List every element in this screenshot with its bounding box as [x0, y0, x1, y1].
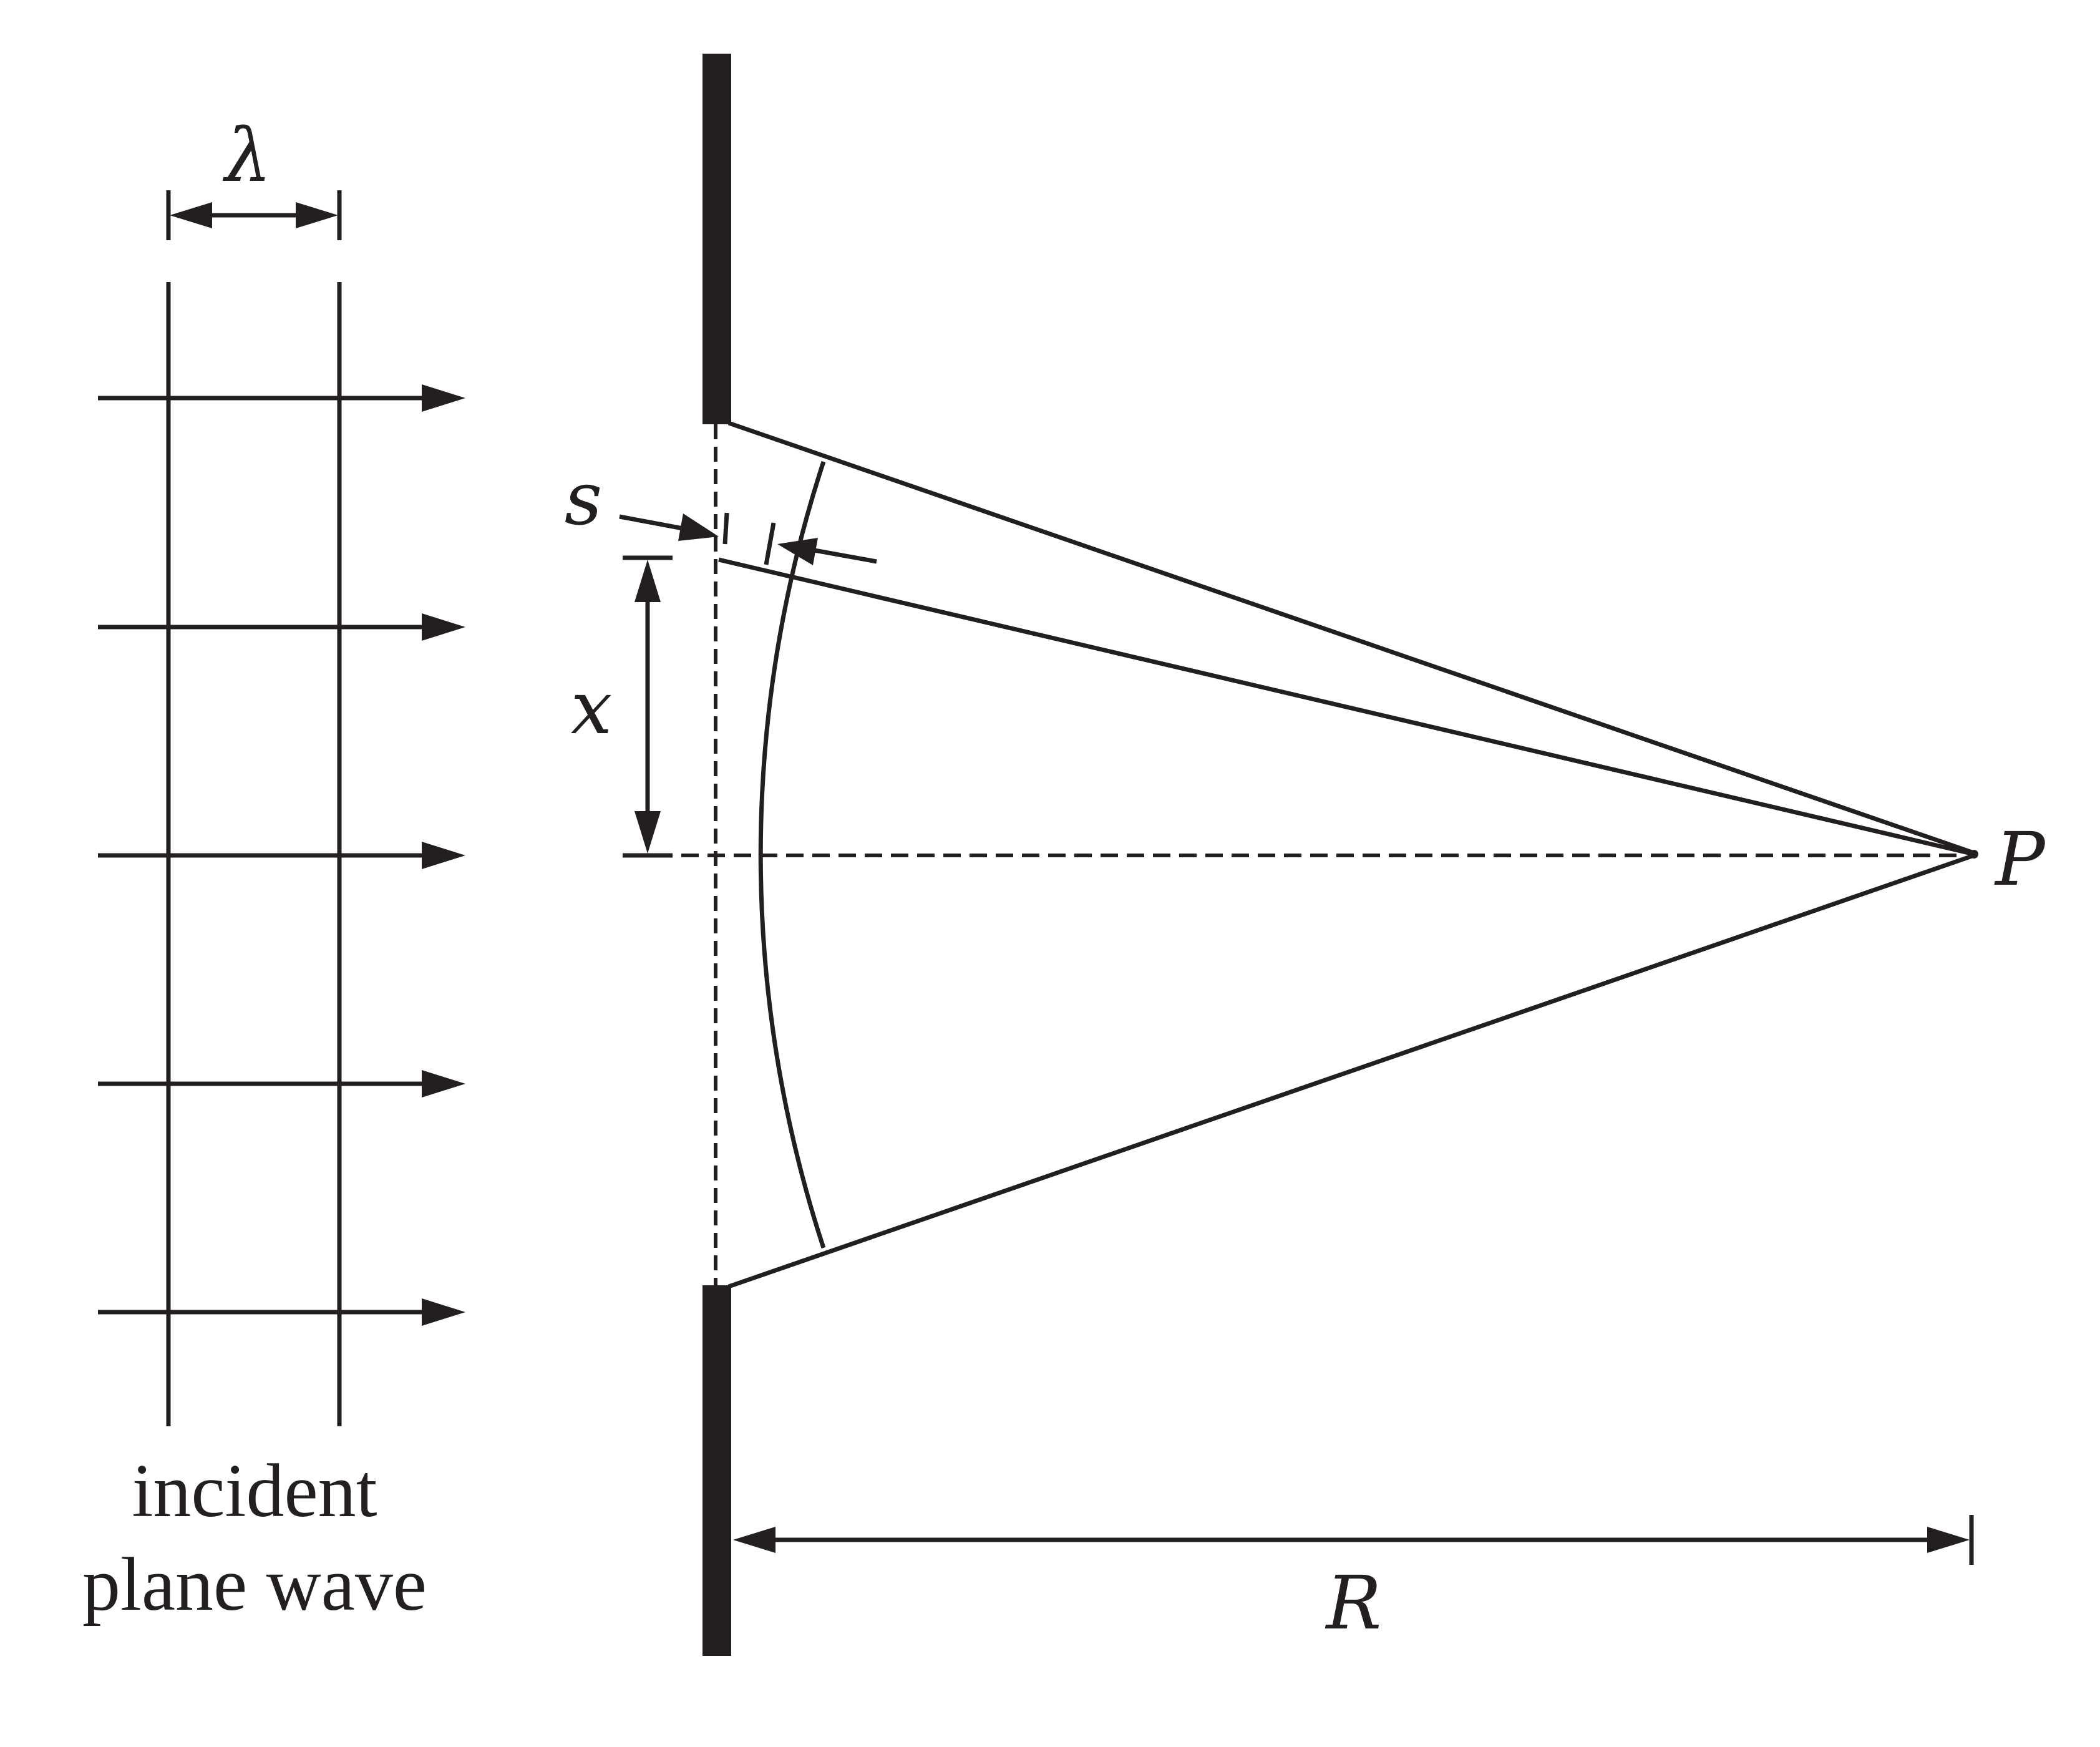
wavelength-arrowhead-right — [296, 202, 338, 228]
ray-arrowhead-4 — [422, 1070, 465, 1097]
caption-line-1: incident — [132, 1449, 377, 1533]
propagation-ray-1 — [98, 384, 465, 412]
ray-arrowhead-1 — [422, 384, 465, 412]
propagation-ray-2 — [98, 613, 465, 641]
screen-upper-block — [702, 54, 731, 424]
ray-arrowhead-5 — [422, 1298, 465, 1326]
wavelength-arrowhead-left — [170, 202, 212, 228]
arc-gap-annotation — [619, 512, 877, 565]
aperture-screen — [702, 54, 731, 1656]
ray-arrowhead-2 — [422, 613, 465, 641]
offset-arrowhead-top — [634, 560, 661, 602]
propagation-ray-3 — [98, 842, 465, 869]
distance-arrowhead-right — [1927, 1527, 1970, 1553]
zone-ray — [718, 557, 1975, 857]
edge-ray-upper — [727, 421, 1975, 855]
incident-plane-wave: λ incident plane wave — [82, 112, 465, 1627]
offset-arrowhead-bottom — [634, 811, 661, 854]
observation-point-label: P — [1994, 816, 2046, 902]
distance-arrowhead-left — [733, 1527, 775, 1553]
wavelength-label: λ — [223, 112, 272, 198]
arc-gap-label: s — [565, 455, 603, 542]
distance-label: R — [1325, 1560, 1382, 1646]
screen-lower-block — [702, 1285, 731, 1656]
wavelength-dimension — [166, 190, 342, 240]
edge-ray-lower — [727, 853, 1975, 1289]
spherical-wavefront-arc — [758, 460, 826, 1249]
observation-point — [1970, 850, 1978, 859]
propagation-ray-5 — [98, 1298, 465, 1326]
offset-label: x — [571, 664, 613, 751]
ray-arrowhead-3 — [422, 842, 465, 869]
rays-to-point — [629, 421, 1975, 1289]
arc-gap-arrowhead-right — [777, 538, 818, 565]
propagation-ray-4 — [98, 1070, 465, 1097]
distance-dimension — [733, 1515, 1974, 1565]
arc-gap-arrowhead-left — [678, 513, 719, 541]
caption-line-2: plane wave — [82, 1542, 427, 1627]
offset-dimension — [623, 555, 673, 858]
